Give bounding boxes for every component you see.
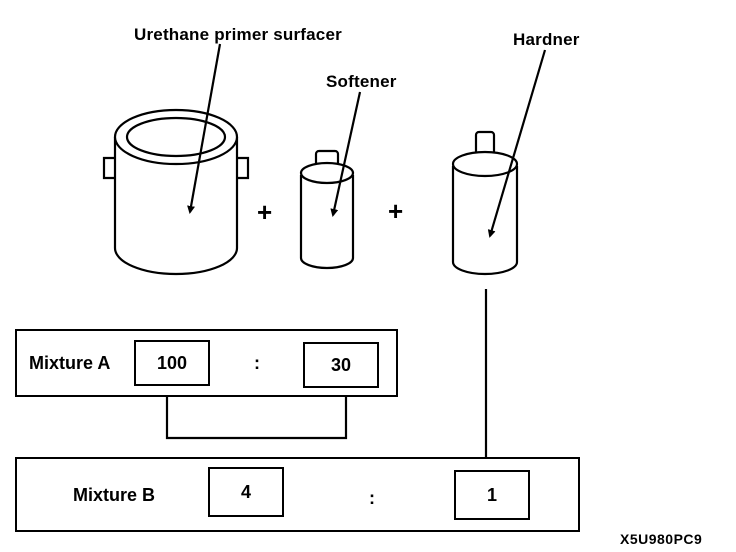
plus-sign-1: + — [257, 197, 273, 227]
mixture-a-softener-ratio: 30 — [303, 342, 379, 388]
mixture-a-box — [15, 329, 398, 397]
softener-bottle-icon — [299, 149, 355, 270]
mixture-b-colon: : — [369, 488, 375, 508]
mixture-b-mixture-a-ratio: 4 — [208, 467, 284, 517]
hardner-bottle-icon — [451, 130, 519, 276]
softener-label: Softener — [326, 72, 397, 91]
mixture-a-label: Mixture A — [29, 353, 111, 373]
softener-arrow — [330, 91, 362, 217]
primer-label: Urethane primer surfacer — [134, 25, 342, 44]
plus-sign-2: + — [388, 196, 404, 226]
hardner-label: Hardner — [513, 30, 580, 49]
primer-arrow — [187, 43, 222, 214]
primer-can-icon — [102, 108, 250, 276]
mixture-a-primer-ratio: 100 — [134, 340, 210, 386]
mixture-a-connector — [165, 397, 348, 440]
mixture-b-box — [15, 457, 580, 532]
hardner-arrow — [487, 49, 547, 238]
mixture-b-label: Mixture B — [73, 485, 156, 505]
mixture-a-colon: : — [254, 353, 260, 373]
figure-code: X5U980PC9 — [620, 531, 703, 547]
mixture-b-hardner-ratio: 1 — [454, 470, 530, 520]
